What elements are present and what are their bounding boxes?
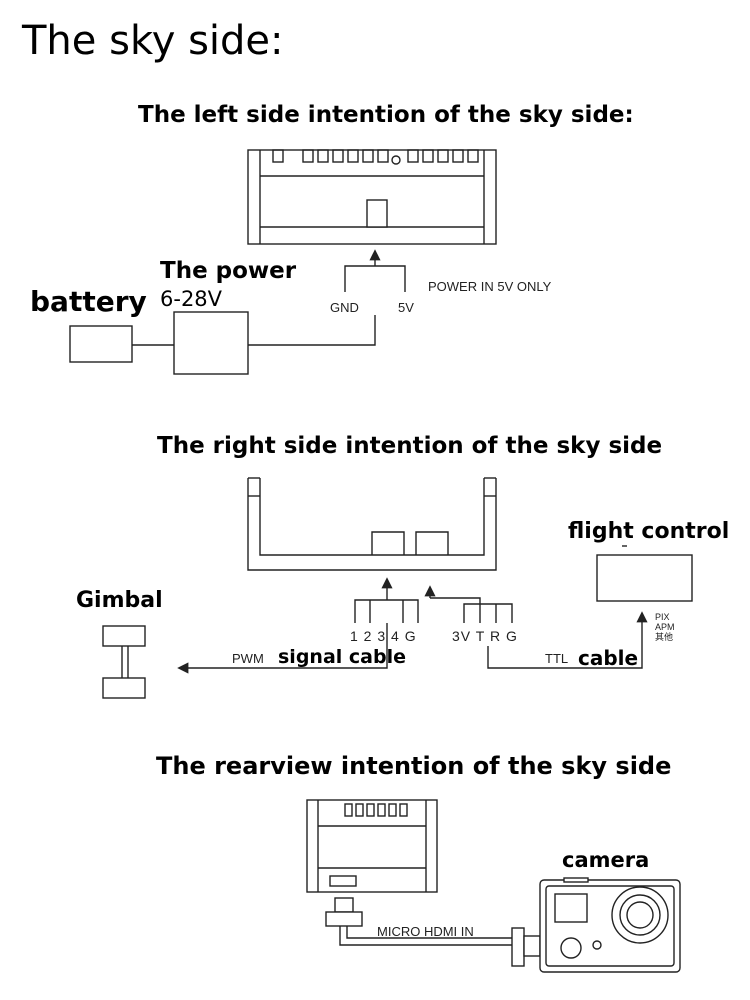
ttl-label: TTL (545, 651, 569, 666)
rear-section-title: The rearview intention of the sky side (156, 752, 672, 780)
fc-note-pix: PIX (655, 612, 670, 622)
right-wiring (177, 545, 693, 674)
flight-control-label: flight control (568, 519, 730, 544)
signal-cable-label: signal cable (278, 646, 406, 668)
right-module-drawing (247, 477, 497, 571)
pins-left-label: 1 2 3 4 G (350, 628, 417, 644)
left-section-title: The left side intention of the sky side: (138, 102, 634, 128)
gnd-label: GND (330, 300, 359, 315)
rear-module-drawing (306, 799, 438, 893)
hdmi-label: MICRO HDMI IN (377, 924, 474, 939)
gimbal-label: Gimbal (76, 588, 163, 613)
pins-right-label: 3V T R G (452, 628, 518, 644)
fc-note-apm: APM (655, 622, 675, 632)
right-section-title: The right side intention of the sky side (157, 433, 663, 459)
pwm-label: PWM (232, 651, 264, 666)
fc-note-other: 其他 (655, 632, 674, 642)
left-wiring (69, 249, 406, 375)
cable-label: cable (578, 646, 639, 670)
camera-drawing (539, 877, 681, 973)
voltage-label: 6-28V (160, 287, 223, 311)
battery-label: battery (30, 285, 147, 318)
fc-notes: PIX APM 其他 (655, 612, 675, 642)
power-label: The power (160, 258, 297, 284)
hdmi-cable-drawing (325, 897, 541, 967)
left-module-drawing (247, 149, 497, 245)
v5-label: 5V (398, 300, 414, 315)
page-title: The sky side: (22, 18, 284, 64)
gimbal-drawing (102, 625, 146, 699)
camera-label: camera (562, 848, 650, 872)
power-note: POWER IN 5V ONLY (428, 279, 552, 294)
